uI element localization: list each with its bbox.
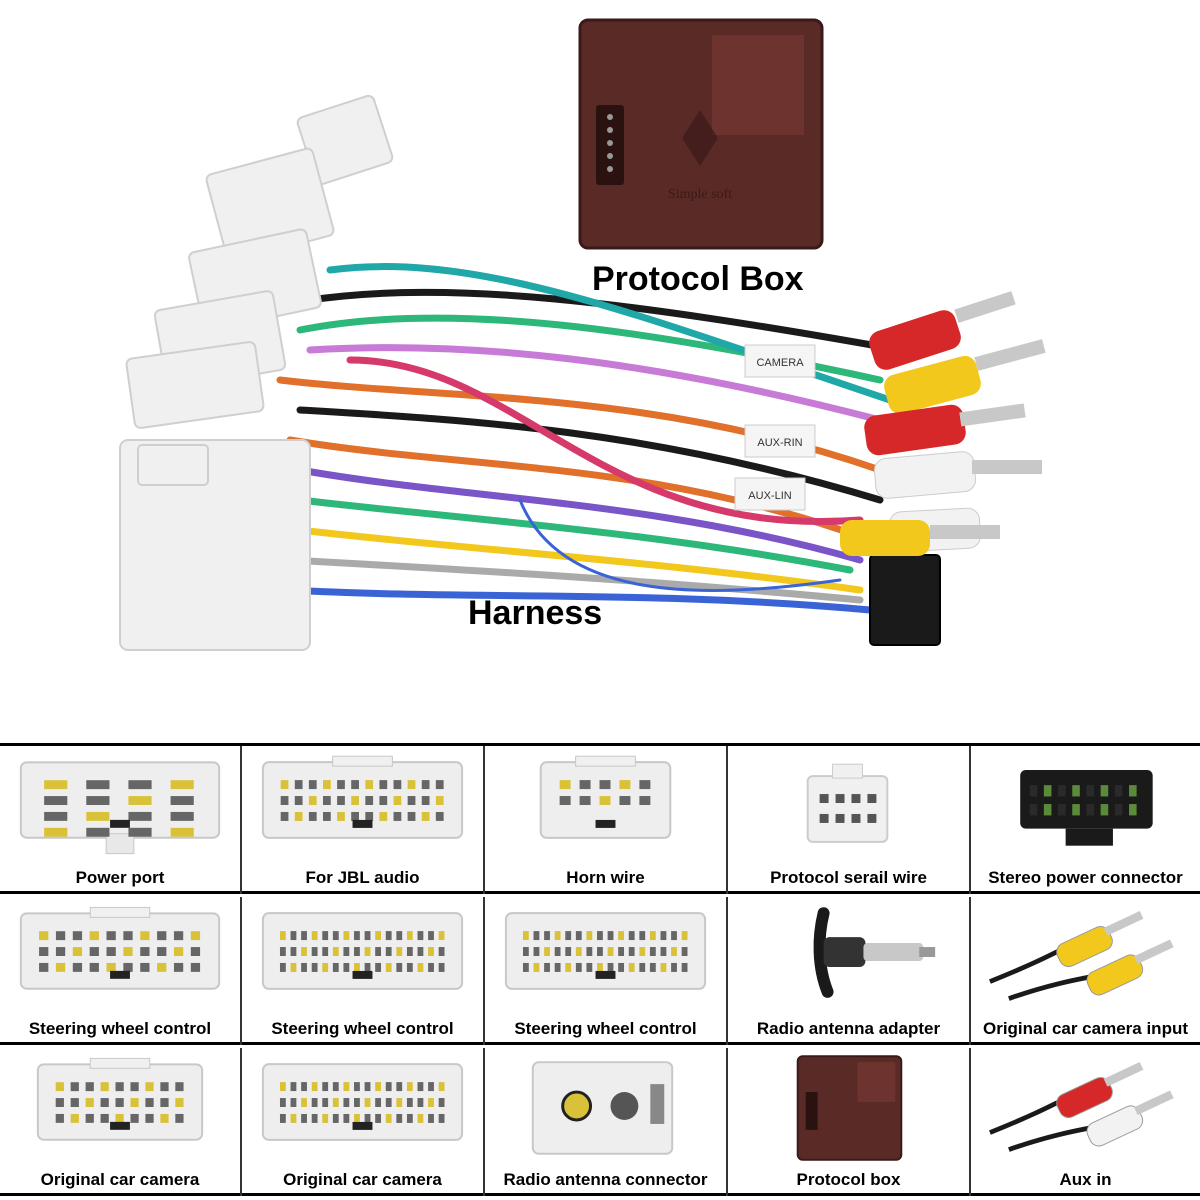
wire-tags: CAMERA AUX-RIN AUX-LIN	[734, 344, 816, 511]
connector-16pin-icon	[0, 746, 240, 864]
connector-cell: Steering wheel control	[0, 897, 242, 1045]
connector-wide-icon	[242, 1048, 483, 1166]
connector-cell: Stereo power connector	[971, 746, 1200, 894]
connector-cell: Aux in	[971, 1048, 1200, 1196]
connector-cell: Original car camera input	[971, 897, 1200, 1045]
protocol-box-icon	[728, 1048, 969, 1166]
rca-yellow-pair-icon	[971, 897, 1200, 1015]
connector-label: Radio antenna connector	[503, 1170, 708, 1189]
connector-horn-icon	[485, 746, 726, 864]
protocol-box-print: Simple soft	[668, 187, 732, 202]
product-hero: Simple soft	[119, 18, 1046, 651]
connector-label: Aux in	[1059, 1170, 1112, 1189]
protocol-box-title: Protocol Box	[592, 260, 804, 298]
harness-connectors	[119, 94, 941, 651]
wire-tag-aux-lin: AUX-LIN	[748, 490, 791, 502]
harness-photo: Simple soft	[119, 18, 1046, 651]
connector-label: Original car camera	[283, 1170, 442, 1189]
connector-cell: Protocol serail wire	[728, 746, 971, 894]
connector-label: Radio antenna adapter	[756, 1019, 941, 1038]
connector-label: Horn wire	[566, 868, 645, 887]
connector-20pin-icon	[0, 1048, 240, 1166]
antenna-socket-icon	[485, 1048, 726, 1166]
connector-cell: Radio antenna adapter	[728, 897, 971, 1045]
connector-label: Protocol serail wire	[770, 868, 927, 887]
connector-cell: Original car camera	[242, 1048, 485, 1196]
rca-red-white-icon	[971, 1048, 1200, 1166]
wire-tag-camera: CAMERA	[756, 357, 804, 369]
connector-label: Steering wheel control	[514, 1019, 697, 1038]
connector-label: Steering wheel control	[271, 1019, 454, 1038]
connector-cell: Original car camera	[0, 1048, 242, 1196]
connector-grid: Power port For JBL audio Horn wire Proto…	[0, 743, 1200, 1200]
connector-label: Protocol box	[796, 1170, 901, 1189]
connector-wide-icon	[242, 897, 483, 1015]
connector-24pin-icon	[242, 746, 483, 864]
connector-label: Original car camera input	[982, 1019, 1188, 1038]
connector-label: Steering wheel control	[28, 1019, 212, 1038]
antenna-plug-icon	[728, 897, 969, 1015]
connector-cell: Radio antenna connector	[485, 1048, 728, 1196]
wire-tag-aux-rin: AUX-RIN	[757, 437, 802, 449]
connector-cell: Horn wire	[485, 746, 728, 894]
connector-wide-icon	[485, 897, 726, 1015]
connector-label: Stereo power connector	[988, 868, 1183, 887]
connector-cell: Protocol box	[728, 1048, 971, 1196]
harness-title: Harness	[468, 594, 603, 632]
connector-cell: For JBL audio	[242, 746, 485, 894]
connector-cell: Steering wheel control	[485, 897, 728, 1045]
connector-label: For JBL audio	[305, 868, 420, 887]
grid-row: Steering wheel control Steering wheel co…	[0, 897, 1200, 1045]
connector-label: Power port	[75, 868, 165, 887]
connector-small-8pin-icon	[728, 746, 969, 864]
grid-row: Original car camera Original car camera …	[0, 1048, 1200, 1196]
connector-label: Original car camera	[40, 1170, 200, 1189]
rca-plugs	[840, 291, 1046, 556]
protocol-box-illustration: Simple soft	[578, 18, 824, 250]
iso-black-connector-icon	[971, 746, 1200, 864]
grid-row: Power port For JBL audio Horn wire Proto…	[0, 746, 1200, 894]
connector-cell: Steering wheel control	[242, 897, 485, 1045]
connector-cell: Power port	[0, 746, 242, 894]
connector-28pin-icon	[0, 897, 240, 1015]
